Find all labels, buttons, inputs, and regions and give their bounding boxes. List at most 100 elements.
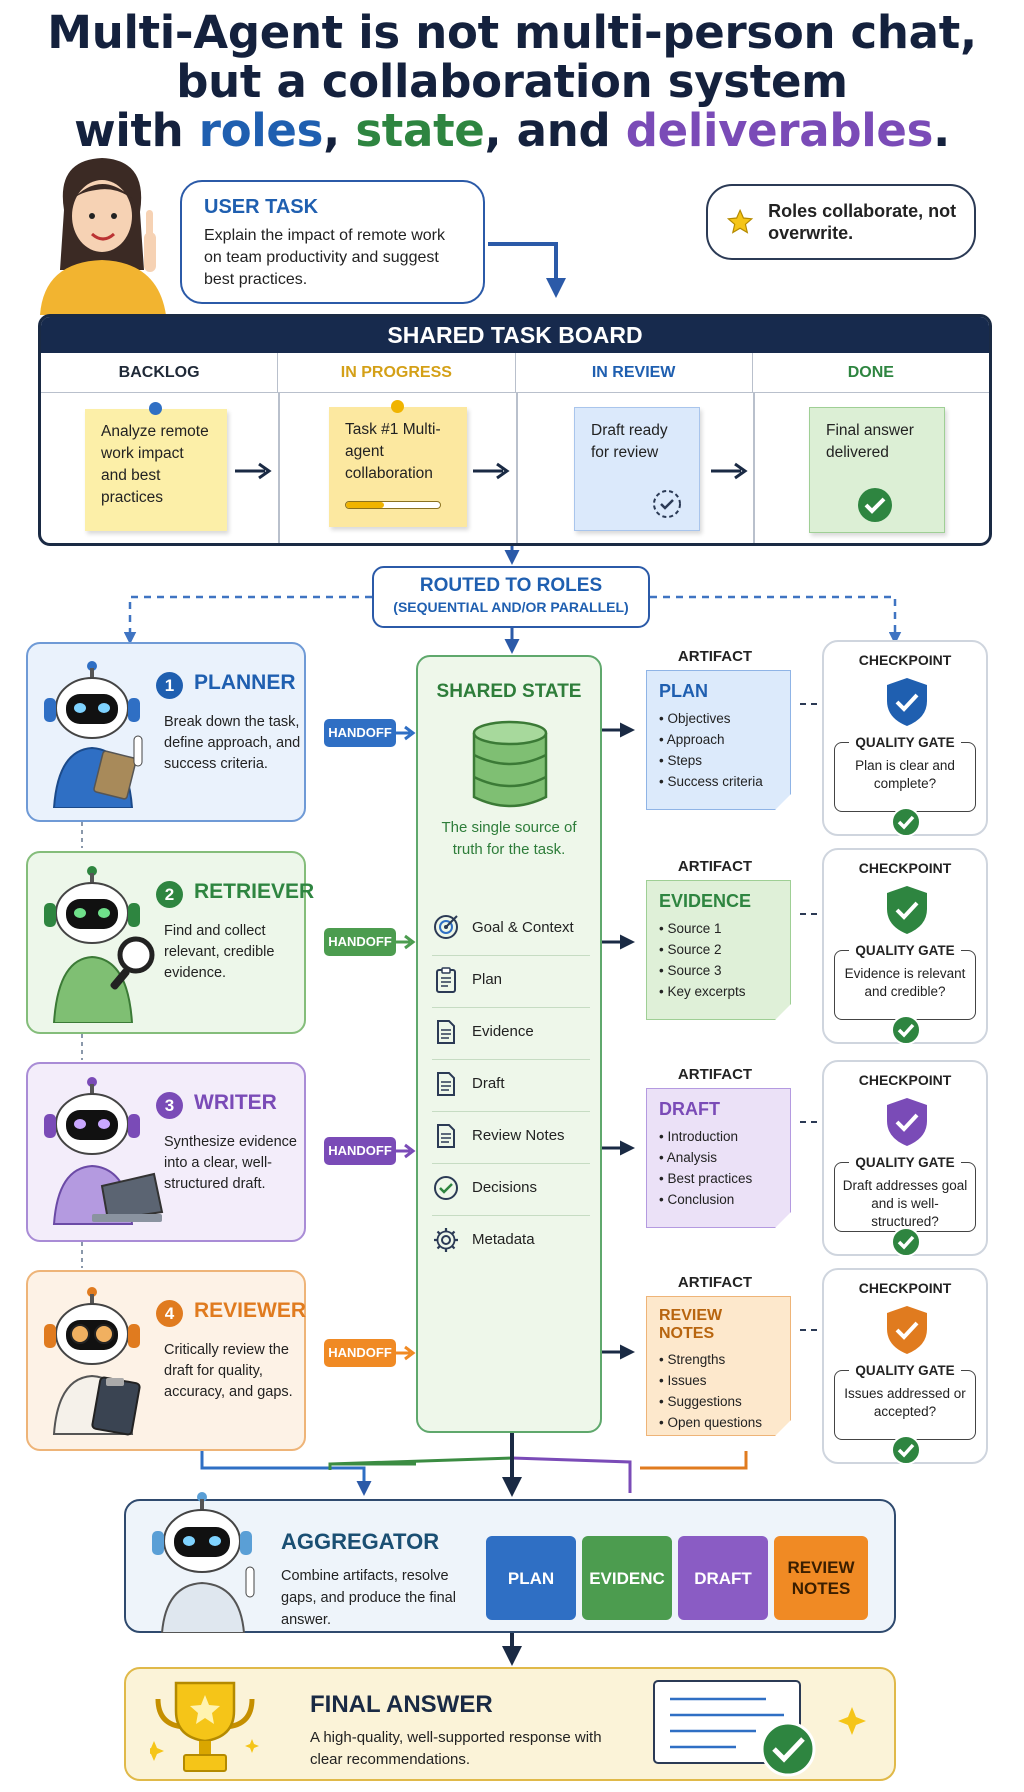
title-comma-1: , <box>323 104 356 157</box>
artifact-item: • Objectives <box>659 711 731 726</box>
state-item-label: Goal & Context <box>472 918 574 936</box>
state-item-review-notes: Review Notes <box>432 1111 590 1159</box>
artifact-label: ARTIFACT <box>677 648 753 665</box>
column-in-progress: IN PROGRESS <box>278 353 516 392</box>
shield-check-icon <box>887 678 927 726</box>
aggregator-robot-icon <box>152 1492 255 1633</box>
state-item-metadata: Metadata <box>432 1215 590 1263</box>
document-icon <box>437 1071 455 1096</box>
route-subtitle: (SEQUENTIAL AND/OR PARALLEL) <box>393 599 629 615</box>
artifact-label: ARTIFACT <box>677 1274 753 1291</box>
merge-orange <box>640 1451 748 1470</box>
artifact-item: • Suggestions <box>659 1394 742 1409</box>
puzzle-piece-review-notes: REVIEW NOTES <box>774 1536 868 1620</box>
title-line-2: but a collaboration system <box>176 55 848 108</box>
handoff-retriever: HANDOFF <box>324 928 396 956</box>
column-done: DONE <box>847 364 894 381</box>
role-desc-retriever: Find and collect relevant, credible evid… <box>164 923 275 981</box>
title-period: . <box>933 104 950 157</box>
quality-gate: QUALITY GATE Plan is clear and complete? <box>834 735 976 812</box>
check-circle-icon <box>891 1435 921 1465</box>
artifact-title: DRAFT <box>659 1099 720 1119</box>
card-in-progress-text: Task #1 Multi-agent collaboration <box>345 421 441 482</box>
shield-check-icon <box>887 1306 927 1354</box>
title-comma-2: , and <box>484 104 626 157</box>
role-desc-reviewer: Critically review the draft for quality,… <box>164 1342 293 1400</box>
artifact-label: ARTIFACT <box>677 1066 753 1083</box>
artifact-review-notes: REVIEW NOTES • Strengths • Issues • Sugg… <box>646 1296 791 1436</box>
checkpoint-reviewer: CHECKPOINT QUALITY GATE Issues addressed… <box>822 1268 988 1465</box>
state-item-plan: Plan <box>432 955 590 1003</box>
arrow-right-icon <box>711 462 748 480</box>
user-task-title: USER TASK <box>204 196 319 218</box>
card-in-progress: Task #1 Multi-agent collaboration <box>329 400 467 527</box>
handoff-reviewer: HANDOFF <box>324 1339 396 1367</box>
artifact-draft: DRAFT • Introduction • Analysis • Best p… <box>646 1088 791 1228</box>
column-in-review: IN REVIEW <box>516 353 753 392</box>
artifact-item: • Introduction <box>659 1129 739 1144</box>
state-item-evidence: Evidence <box>432 1007 590 1055</box>
database-icon <box>472 720 548 808</box>
artifact-item: • Best practices <box>659 1171 753 1186</box>
role-desc-writer: Synthesize evidence into a clear, well-s… <box>164 1134 297 1192</box>
final-answer-panel: FINAL ANSWER A high-quality, well-suppor… <box>124 1667 896 1781</box>
card-done: Final answer delivered <box>809 407 945 533</box>
artifact-item: • Issues <box>659 1373 707 1388</box>
title-roles: roles <box>198 104 324 157</box>
artifact-item: • Key excerpts <box>659 984 746 999</box>
role-number-badge: 2 <box>156 881 183 908</box>
puzzle-piece-draft: DRAFT <box>678 1536 768 1620</box>
state-item-label: Plan <box>472 971 503 988</box>
puzzle-piece-evidence: EVIDENC <box>582 1536 672 1620</box>
title-state: state <box>355 104 485 157</box>
clipboard-icon <box>436 966 456 993</box>
artifact-title: EVIDENCE <box>659 891 752 911</box>
artifact-item: • Open questions <box>659 1415 763 1430</box>
state-item-label: Evidence <box>472 1023 534 1040</box>
aggregator-desc: Combine artifacts, resolve gaps, and pro… <box>281 1568 456 1628</box>
arrow-right-icon <box>396 934 416 950</box>
role-card-reviewer: 4 REVIEWER Critically review the draft f… <box>26 1270 306 1451</box>
handoff-planner: HANDOFF <box>324 719 396 747</box>
state-item-label: Metadata <box>472 1231 535 1248</box>
callout-text: Roles collaborate, not overwrite. <box>768 201 957 243</box>
user-to-board-arrow <box>488 242 566 298</box>
user-avatar <box>40 158 166 315</box>
shared-state-subtitle: The single source of truth for the task. <box>441 819 577 858</box>
pin-icon <box>149 402 162 415</box>
role-number-badge: 4 <box>156 1300 183 1327</box>
arrow-right-icon <box>396 725 416 741</box>
artifact-label: ARTIFACT <box>677 858 753 875</box>
artifact-title: PLAN <box>659 681 708 701</box>
role-name-planner: PLANNER <box>194 671 296 694</box>
route-left-dashed <box>123 595 372 645</box>
user-task-bubble: USER TASK Explain the impact of remote w… <box>180 180 485 304</box>
artifact-item: • Success criteria <box>659 774 763 789</box>
title-line-1: Multi-Agent is not multi-person chat, <box>47 6 977 59</box>
title-line-3: with roles, state, and deliverables. <box>0 106 1024 155</box>
quality-gate: QUALITY GATE Evidence is relevant and cr… <box>834 943 976 1020</box>
title-deliverables: deliverables <box>625 104 934 157</box>
role-card-writer: 3 WRITER Synthesize evidence into a clea… <box>26 1062 306 1242</box>
quality-gate-title: QUALITY GATE <box>849 1155 961 1170</box>
writer-robot-icon <box>44 1077 164 1225</box>
arrow-right-icon <box>396 1345 416 1361</box>
merge-green-2 <box>329 1440 514 1466</box>
merge-blue <box>200 1451 372 1496</box>
quality-gate-title: QUALITY GATE <box>849 735 961 750</box>
shared-task-board: SHARED TASK BOARD BACKLOG IN PROGRESS IN… <box>38 314 992 546</box>
role-name-retriever: RETRIEVER <box>194 880 315 903</box>
routed-to-roles-box: ROUTED TO ROLES (SEQUENTIAL AND/OR PARAL… <box>372 566 650 628</box>
quality-gate-title: QUALITY GATE <box>849 943 961 958</box>
artifact-item: • Analysis <box>659 1150 718 1165</box>
route-title: ROUTED TO ROLES <box>419 575 603 596</box>
check-circle-icon <box>858 488 892 522</box>
state-item-label: Review Notes <box>472 1127 565 1144</box>
board-body: Analyze remote work impact and best prac… <box>41 393 989 543</box>
board-column-headers: BACKLOG IN PROGRESS IN REVIEW DONE <box>41 353 989 393</box>
card-in-review: Draft ready for review <box>574 407 700 531</box>
arrow-right-icon <box>473 462 510 480</box>
arrow-right-icon <box>396 1143 416 1159</box>
artifact-title: REVIEW NOTES <box>659 1307 723 1342</box>
state-item-goal: Goal & Context <box>432 903 590 951</box>
